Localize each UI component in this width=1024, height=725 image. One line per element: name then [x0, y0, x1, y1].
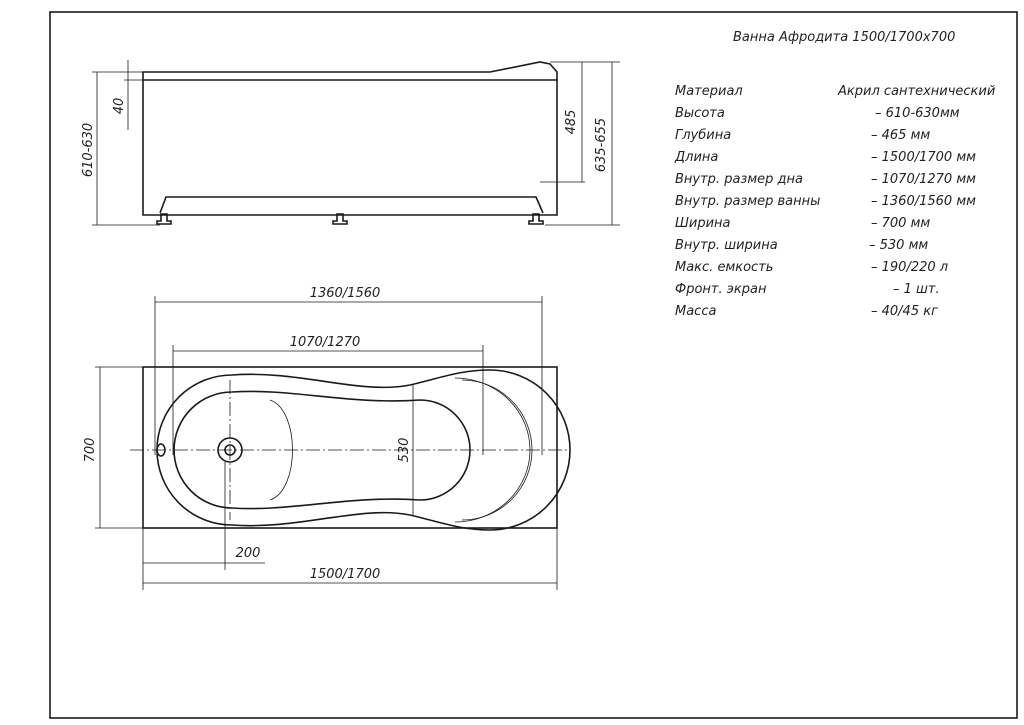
spec-row: Внутр. размер ванны – 1360/1560 мм: [675, 194, 1005, 214]
spec-label: Ширина: [675, 216, 731, 231]
tub-bowl-inner: [173, 390, 471, 510]
tub-side-body: [142, 61, 558, 216]
spec-label: Внутр. ширина: [675, 238, 778, 253]
tub-base: [159, 196, 544, 214]
spec-row: Внутр. размер дна – 1070/1270 мм: [675, 172, 1005, 192]
dim-bottom-length-label: 1070/1270: [290, 335, 361, 350]
drain-icon: [217, 437, 243, 463]
spec-row: Высота – 610-630мм: [675, 106, 1005, 126]
spec-value: – 1360/1560 мм: [871, 194, 976, 209]
dim-inner-length-label: 1360/1560: [310, 286, 381, 301]
spec-value: – 465 мм: [871, 128, 931, 143]
spec-row: Фронт. экран – 1 шт.: [675, 282, 1005, 302]
leg-icons: [156, 213, 544, 225]
dim-drain-label: 200: [236, 546, 261, 561]
tub-top-outline: [142, 366, 558, 529]
dim-height-label: 610-630: [81, 123, 96, 177]
spec-label: Масса: [675, 304, 717, 319]
spec-label: Высота: [675, 106, 725, 121]
tub-bowl-outer: [156, 369, 571, 531]
spec-label: Внутр. размер дна: [675, 172, 803, 187]
spec-value: – 1 шт.: [893, 282, 940, 297]
spec-row: Масса – 40/45 кг: [675, 304, 1005, 324]
spec-value: – 1500/1700 мм: [871, 150, 976, 165]
spec-value: – 610-630мм: [875, 106, 960, 121]
drawing-frame: [49, 11, 1018, 719]
dim-total-height-label: 635-655: [594, 118, 609, 172]
spec-row: Макс. емкость – 190/220 л: [675, 260, 1005, 280]
spec-value: – 40/45 кг: [871, 304, 938, 319]
spec-value: – 530 мм: [869, 238, 929, 253]
overflow-icon: [156, 443, 166, 457]
spec-value: – 1070/1270 мм: [871, 172, 976, 187]
side-view: 610-630 40 485 635-655: [81, 60, 620, 226]
spec-table: Материал Акрил сантехнический Высота – 610…: [675, 84, 1005, 324]
dim-rim-label: 40: [112, 98, 127, 115]
dim-inner-width-label: 530: [397, 438, 412, 463]
spec-label: Длина: [675, 150, 719, 165]
dim-width-label: 700: [83, 438, 98, 463]
drawing-title: Ванна Афродита 1500/1700x700: [733, 30, 956, 45]
spec-row: Внутр. ширина – 530 мм: [675, 238, 1005, 258]
spec-row: Глубина – 465 мм: [675, 128, 1005, 148]
spec-value: Акрил сантехнический: [838, 84, 996, 99]
dim-depth-label: 485: [564, 110, 579, 135]
spec-label: Макс. емкость: [675, 260, 774, 275]
spec-value: – 190/220 л: [871, 260, 949, 275]
top-view: 1360/1560 1070/1270 700 530 200 1500/170…: [83, 286, 571, 590]
spec-label: Глубина: [675, 128, 732, 143]
dim-length-label: 1500/1700: [310, 567, 381, 582]
spec-row: Материал Акрил сантехнический: [675, 84, 1005, 104]
spec-row: Ширина – 700 мм: [675, 216, 1005, 236]
spec-label: Внутр. размер ванны: [675, 194, 821, 209]
spec-label: Материал: [675, 84, 743, 99]
headrest: [269, 399, 293, 501]
spec-label: Фронт. экран: [675, 282, 767, 297]
spec-value: – 700 мм: [871, 216, 931, 231]
spec-row: Длина – 1500/1700 мм: [675, 150, 1005, 170]
